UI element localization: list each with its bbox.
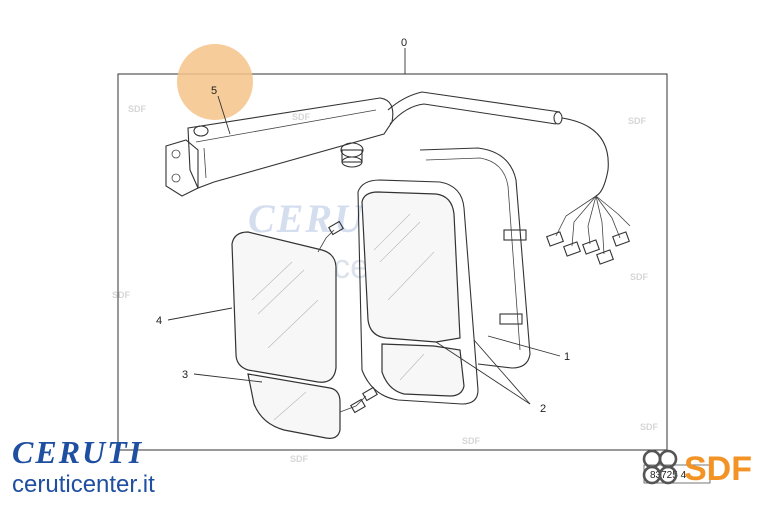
part-wide-angle-glass[interactable] bbox=[247, 373, 378, 439]
part-main-glass[interactable] bbox=[231, 220, 344, 383]
sdf-watermark-tiles: SDF SDF SDF SDF SDF SDF SDF SDF bbox=[112, 104, 659, 464]
sdf-watermark-text: SDF bbox=[128, 104, 147, 114]
part-arm-assembly[interactable] bbox=[165, 91, 631, 265]
highlight-circle bbox=[177, 44, 253, 120]
callout-3: 3 bbox=[182, 369, 188, 381]
part-mirror-housing[interactable] bbox=[419, 147, 531, 369]
part-mirror-glass-set[interactable] bbox=[357, 179, 479, 405]
sdf-watermark-text: SDF bbox=[112, 290, 131, 300]
ceruti-logo-text: CERUTI bbox=[12, 434, 143, 470]
ceruti-site-text: ceruticenter.it bbox=[12, 471, 155, 498]
drawing-code: 83725 4 bbox=[650, 470, 687, 481]
sdf-watermark-text: SDF bbox=[630, 272, 649, 282]
sdf-watermark-text: SDF bbox=[462, 436, 481, 446]
sdf-watermark-text: SDF bbox=[292, 112, 311, 122]
sdf-watermark-text: SDF bbox=[640, 422, 659, 432]
leader-lines bbox=[167, 48, 561, 405]
callout-4: 4 bbox=[156, 315, 162, 327]
sdf-logo-text: SDF bbox=[684, 450, 752, 488]
callout-0: 0 bbox=[401, 37, 407, 49]
sdf-watermark-text: SDF bbox=[628, 116, 647, 126]
callout-5: 5 bbox=[211, 85, 217, 97]
callout-1: 1 bbox=[564, 351, 570, 363]
callout-2: 2 bbox=[540, 403, 546, 415]
sdf-logo-icon bbox=[642, 449, 678, 485]
sdf-watermark-text: SDF bbox=[290, 454, 309, 464]
diagram-frame bbox=[117, 73, 668, 451]
